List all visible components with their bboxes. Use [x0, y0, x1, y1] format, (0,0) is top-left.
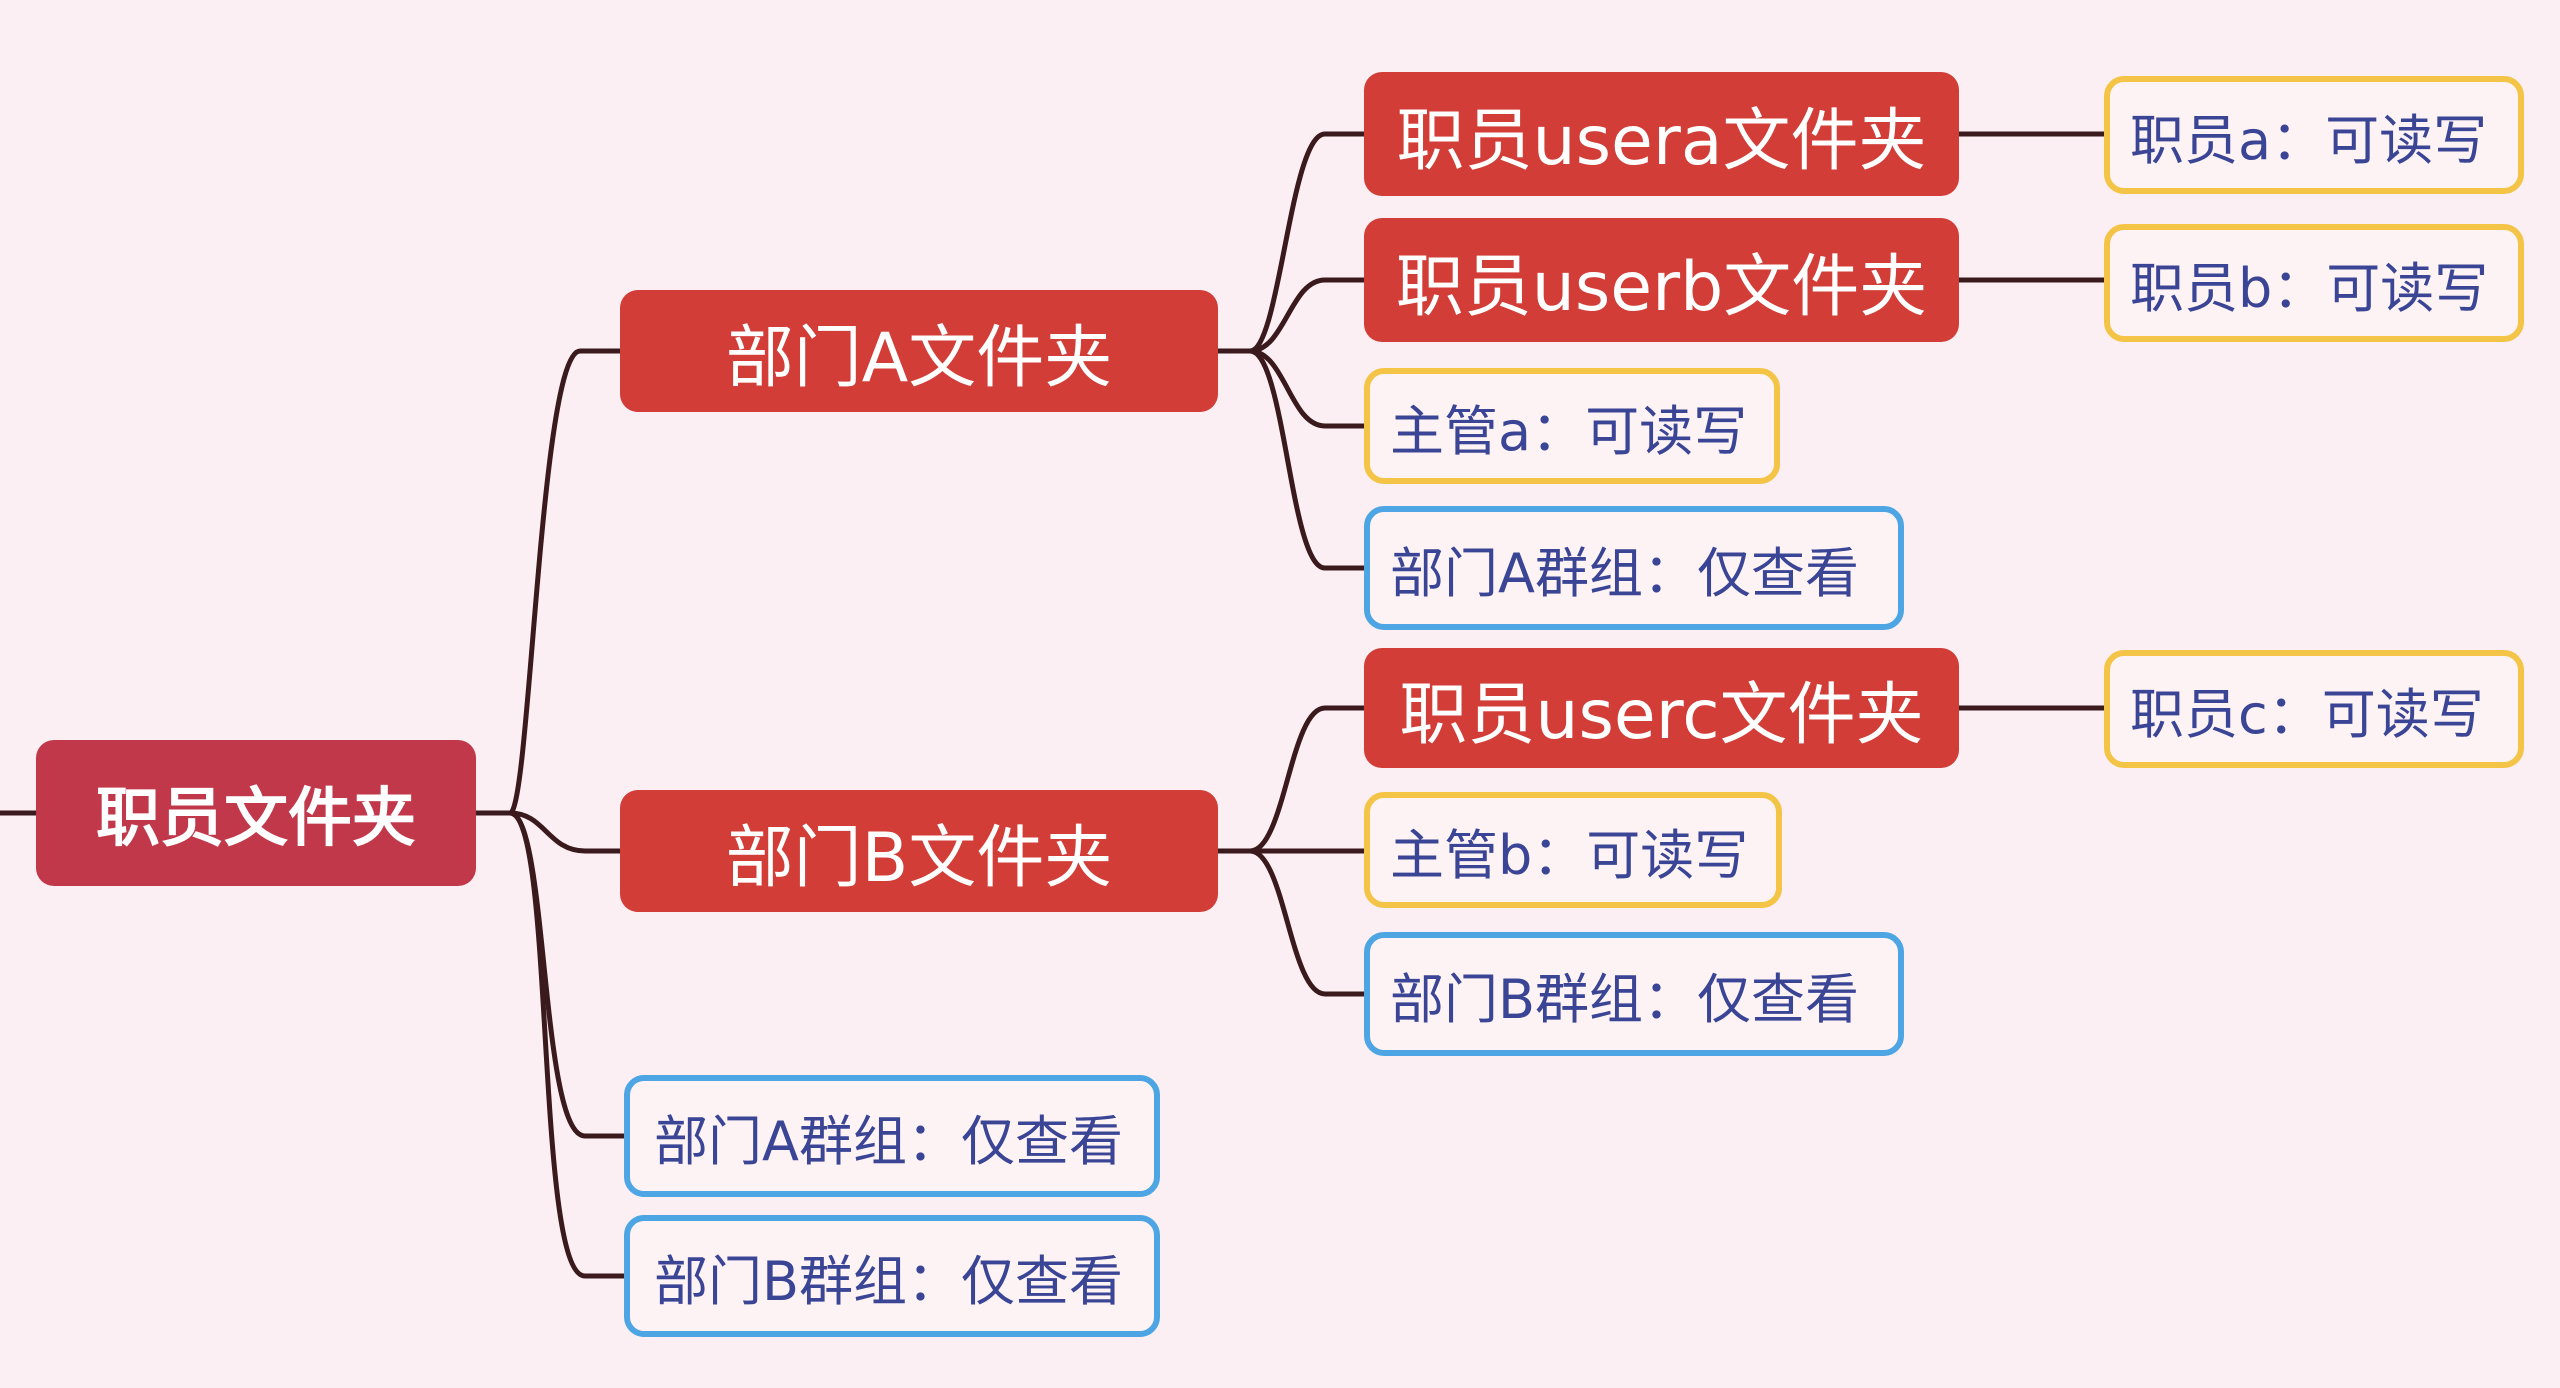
dept-b-group-label: 部门B群组：仅查看: [1390, 967, 1860, 1031]
root-group-b-label: 部门B群组：仅查看: [654, 1249, 1124, 1313]
connector-depta-userb: [1215, 277, 1367, 354]
usera-folder-label: 职员usera文件夹: [1396, 101, 1927, 181]
root-node[interactable]: 职员文件夹: [36, 740, 476, 886]
connector-root-grpb: [473, 810, 627, 1279]
dept-b-group-node[interactable]: 部门B群组：仅查看: [1364, 932, 1904, 1056]
connector-deptb-grpb: [1215, 848, 1367, 997]
dept-b-folder-node[interactable]: 部门B文件夹: [620, 790, 1218, 912]
user-b-perm-label: 职员b：可读写: [2130, 256, 2489, 320]
connector-root-deptb: [473, 810, 623, 854]
dept-a-folder-label: 部门A文件夹: [725, 318, 1113, 398]
root-group-a-label: 部门A群组：仅查看: [654, 1109, 1123, 1173]
userc-folder-label: 职员userc文件夹: [1399, 675, 1924, 755]
manager-a-node[interactable]: 主管a：可读写: [1364, 368, 1780, 484]
manager-b-label: 主管b：可读写: [1390, 823, 1749, 887]
user-a-perm-node[interactable]: 职员a：可读写: [2104, 76, 2524, 194]
connector-depta-mgra: [1215, 348, 1367, 429]
userb-folder-label: 职员userb文件夹: [1395, 247, 1928, 327]
user-c-perm-node[interactable]: 职员c：可读写: [2104, 650, 2524, 768]
user-c-perm-label: 职员c：可读写: [2130, 682, 2484, 746]
dept-a-group-node[interactable]: 部门A群组：仅查看: [1364, 506, 1904, 630]
dept-b-folder-label: 部门B文件夹: [725, 818, 1113, 898]
dept-a-group-label: 部门A群组：仅查看: [1390, 541, 1859, 605]
manager-a-label: 主管a：可读写: [1390, 399, 1748, 463]
connector-root-depta: [473, 348, 623, 816]
connector-deptb-userc: [1215, 705, 1367, 854]
user-a-perm-label: 职员a：可读写: [2130, 108, 2488, 172]
connector-depta-usera: [1215, 131, 1367, 354]
root-label: 职员文件夹: [96, 782, 416, 856]
root-group-a-node[interactable]: 部门A群组：仅查看: [624, 1075, 1160, 1197]
connector-depta-grpa: [1215, 348, 1367, 571]
userc-folder-node[interactable]: 职员userc文件夹: [1364, 648, 1959, 768]
manager-b-node[interactable]: 主管b：可读写: [1364, 792, 1782, 908]
usera-folder-node[interactable]: 职员usera文件夹: [1364, 72, 1959, 196]
user-b-perm-node[interactable]: 职员b：可读写: [2104, 224, 2524, 342]
dept-a-folder-node[interactable]: 部门A文件夹: [620, 290, 1218, 412]
root-group-b-node[interactable]: 部门B群组：仅查看: [624, 1215, 1160, 1337]
userb-folder-node[interactable]: 职员userb文件夹: [1364, 218, 1959, 342]
